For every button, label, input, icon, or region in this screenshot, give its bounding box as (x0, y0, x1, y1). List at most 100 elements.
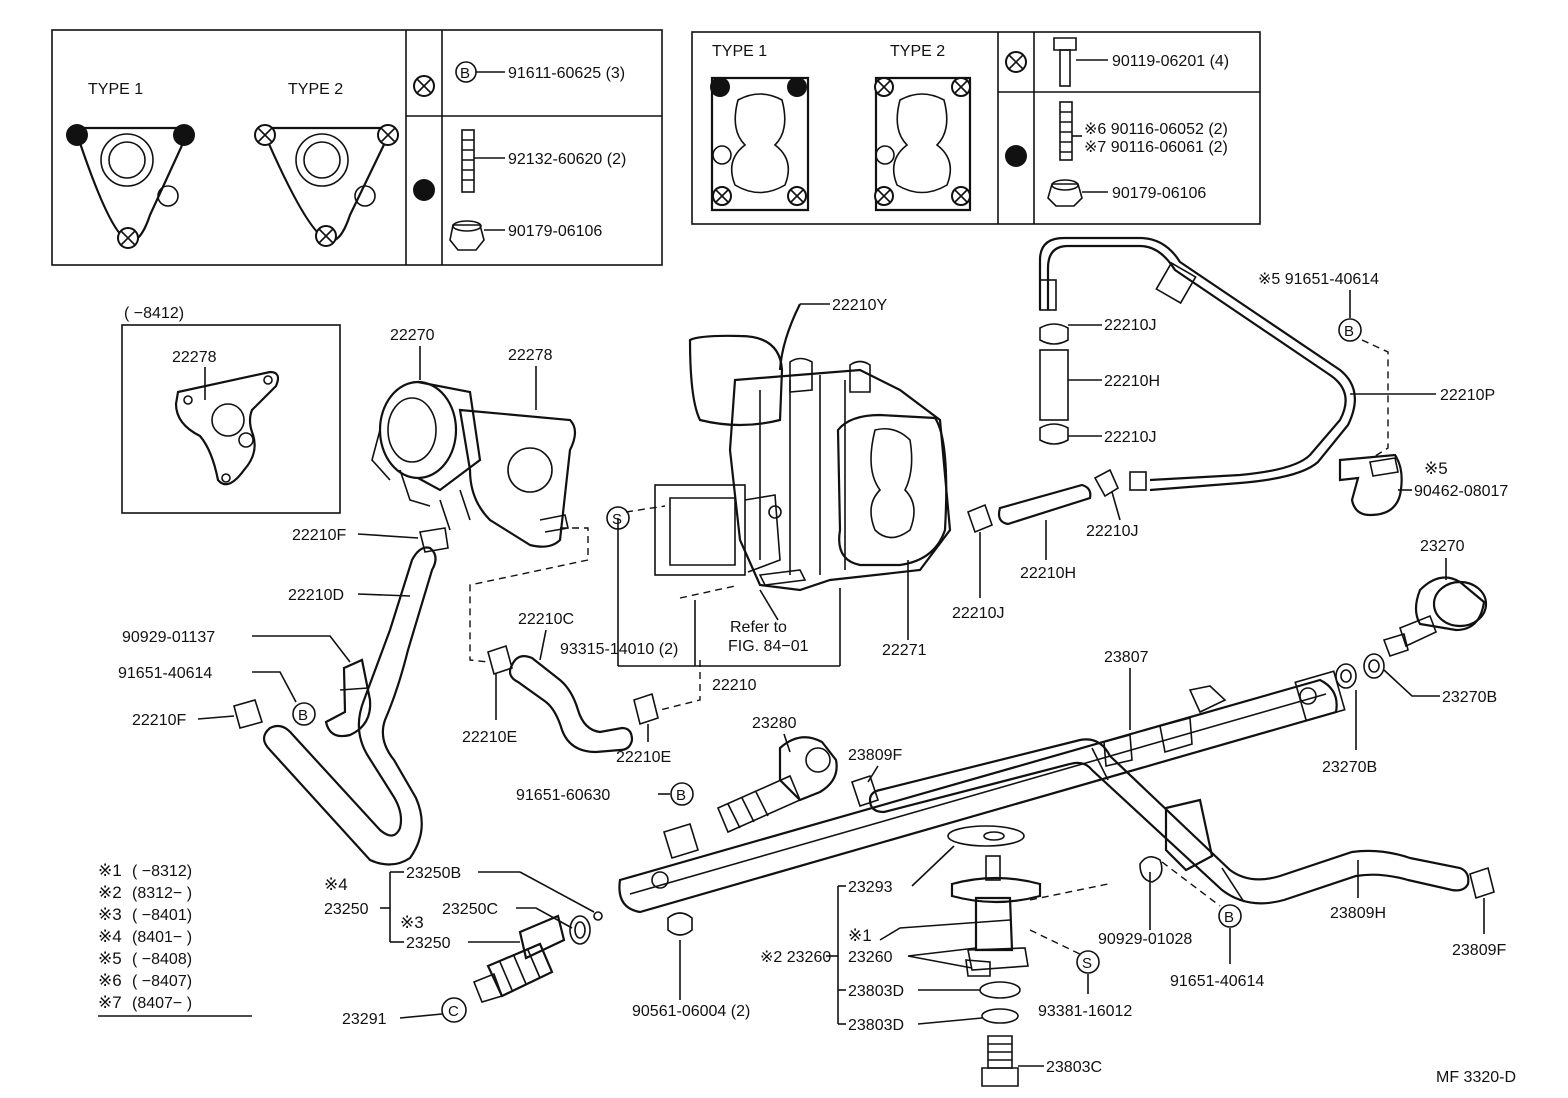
refer-fig-text: FIG. 84−01 (728, 638, 809, 655)
label-22210J-right: 22210J (1086, 523, 1139, 540)
note-range: ( −8401) (132, 907, 192, 924)
label-22210J-top: 22210J (1104, 317, 1157, 334)
clamp-22210J (966, 503, 994, 534)
label-93315-14010: 93315-14010 (2) (560, 641, 678, 658)
label-22210Y: 22210Y (832, 297, 887, 314)
type1-triangle-gasket-left (66, 124, 195, 249)
filled-bolt-marker (787, 77, 807, 97)
svg-text:※5: ※5 (98, 949, 122, 968)
carburetor-body-22210: 22210Y (654, 297, 952, 592)
cross-symbol-icon (1005, 51, 1027, 73)
label-90929-01137: 90929-01137 (122, 629, 215, 646)
label-22210E-right: 22210E (616, 749, 671, 766)
label-23270B-bottom: 23270B (1322, 759, 1377, 776)
label-23250: 23250 (324, 901, 369, 918)
inset-left-part-3: 90179-06106 (508, 223, 602, 240)
b-symbol-icon: B (292, 702, 316, 726)
label-91651-40614-left: 91651-40614 (118, 665, 212, 682)
b-symbol-icon: B (455, 61, 477, 83)
o-ring-23270B (1335, 663, 1357, 689)
label-ast4: ※4 (324, 875, 348, 894)
svg-text:B: B (676, 787, 686, 804)
label-22210J-left: 22210J (952, 605, 1005, 622)
svg-text:B: B (460, 65, 470, 82)
s-symbol-icon: S (606, 506, 630, 530)
cross-bolt-marker (117, 227, 139, 249)
inset-left-part-2: 92132-60620 (2) (508, 151, 626, 168)
svg-text:S: S (612, 511, 622, 528)
subinset-part-label: 22278 (172, 349, 217, 366)
label-22270: 22270 (390, 327, 435, 344)
label-ast5: ※5 (1424, 459, 1448, 478)
note-range: ( −8312) (132, 863, 192, 880)
cross-symbol-icon (413, 75, 435, 97)
label-22210H-top: 22210H (1104, 373, 1160, 390)
inset-right-type2-label: TYPE 2 (890, 43, 945, 60)
clamp-22210F (419, 527, 449, 553)
label-23807: 23807 (1104, 649, 1149, 666)
label-23280: 23280 (752, 715, 797, 732)
label-23250B: 23250B (406, 865, 461, 882)
label-23809F-bottom: 23809F (1452, 942, 1506, 959)
inset-right-part-3: 90179-06106 (1112, 185, 1206, 202)
vacuum-hose-assembly (1038, 236, 1356, 492)
clamp-22210J (1039, 323, 1069, 345)
delivery-pipe-23807 (618, 670, 1346, 914)
note-range: (8407− ) (132, 995, 192, 1012)
inset-right-part-2b: ※7 90116-06061 (2) (1084, 139, 1228, 156)
air-valve-assembly-22270: 22270 22278 (371, 327, 577, 548)
inset-left-part-1: 91611-60625 (3) (508, 65, 625, 82)
label-22278: 22278 (508, 347, 553, 364)
label-23803D-upper: 23803D (848, 983, 904, 1000)
label-23270B-right: 23270B (1442, 689, 1497, 706)
s-symbol-icon: S (1076, 950, 1100, 974)
label-91651-40614-ast5: ※5 91651-40614 (1258, 271, 1379, 288)
bolt-icon (1053, 37, 1077, 87)
c-symbol-icon: C (441, 997, 467, 1023)
label-90561-06004: 90561-06004 (2) (632, 1003, 750, 1020)
inset-left-box: TYPE 1 TYPE 2 B 91611-60625 (3) (51, 29, 663, 266)
svg-text:※1: ※1 (98, 861, 122, 880)
label-23260: 23260 (848, 949, 893, 966)
inset-left-type1-label: TYPE 1 (88, 81, 143, 98)
diagram-code: MF 3320-D (1436, 1069, 1516, 1086)
svg-text:※6: ※6 (98, 971, 122, 990)
label-23293: 23293 (848, 879, 893, 896)
clamp-22210E (633, 692, 659, 726)
subinset-box: ( −8412) 22278 (121, 305, 341, 514)
b-symbol-icon: B (1338, 318, 1362, 342)
svg-text:C: C (448, 1003, 459, 1020)
adapter-plate-22278 (174, 370, 280, 486)
label-23809F-top: 23809F (848, 747, 902, 764)
hose-22210H-upper (1039, 349, 1069, 421)
label-ast2-23260: ※2 23260 (760, 949, 831, 966)
inset-right-type1-label: TYPE 1 (712, 43, 767, 60)
filled-dot-symbol-icon (1005, 145, 1027, 167)
label-22210F-top: 22210F (292, 527, 346, 544)
stud-bolt-icon (1059, 101, 1073, 161)
cross-bolt-marker (377, 124, 399, 146)
clamp-22210E (487, 644, 513, 676)
label-22210D: 22210D (288, 587, 344, 604)
label-23803C: 23803C (1046, 1059, 1102, 1076)
grommet-90561-06004 (667, 912, 693, 936)
inset-right-box: TYPE 1 TYPE 2 90119-06201 (4) ※6 90116-0 (691, 31, 1261, 225)
inset-left-type2-label: TYPE 2 (288, 81, 343, 98)
label-22210H-lower: 22210H (1020, 565, 1076, 582)
label-23250C: 23250C (442, 901, 498, 918)
cross-bolt-marker (254, 124, 276, 146)
cross-bolt-marker (874, 186, 894, 206)
type1-flange-gasket-right (710, 76, 810, 212)
label-23250-lower: 23250 (406, 935, 451, 952)
filled-bolt-marker (710, 77, 730, 97)
label-90929-01028: 90929-01028 (1098, 931, 1192, 948)
clamp-22210J (1093, 468, 1120, 498)
footnotes-list: ※1( −8312) ※2(8312− ) ※3( −8401) ※4(8401… (98, 861, 252, 1017)
svg-text:※4: ※4 (98, 927, 122, 946)
label-93381-16012: 93381-16012 (1038, 1003, 1132, 1020)
clip-90462-08017 (1338, 453, 1403, 517)
cross-bolt-marker (951, 77, 971, 97)
svg-text:※7: ※7 (98, 993, 122, 1012)
nut-icon (449, 220, 485, 251)
